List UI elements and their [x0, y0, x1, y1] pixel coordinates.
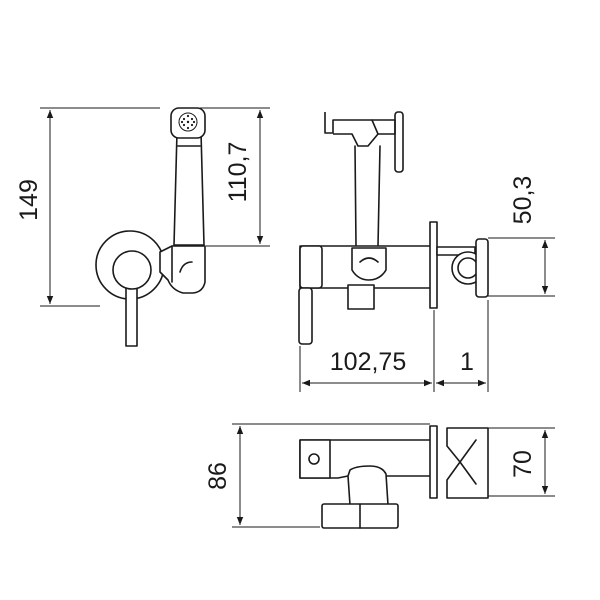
top-holder	[347, 465, 389, 506]
dim-overall-height: 149	[15, 179, 43, 221]
wall-bracket-top	[436, 246, 476, 256]
top-knob-dot	[308, 453, 320, 465]
top-bracket-chevron	[459, 439, 477, 485]
wall-bracket-plate	[475, 238, 489, 298]
top-bracket	[446, 427, 489, 499]
front-view	[95, 107, 206, 347]
dim-bracket-width: 70	[509, 450, 537, 478]
side-spray-tube	[354, 145, 381, 247]
spray-head-link	[371, 119, 396, 135]
side-holder	[351, 247, 387, 281]
spray-head-side	[324, 112, 379, 147]
side-dimensions	[299, 237, 555, 392]
side-wall-plate	[429, 221, 438, 309]
side-outlet	[347, 284, 375, 310]
side-view	[298, 111, 489, 345]
holder-bracket-curve	[179, 261, 193, 273]
holder-bracket	[159, 245, 206, 294]
dim-top-depth: 86	[204, 462, 232, 490]
top-view	[299, 425, 489, 529]
dim-flange-depth: 1	[460, 348, 474, 376]
dim-bracket-offset: 50,3	[509, 176, 537, 225]
spray-nozzle	[178, 112, 198, 132]
spray-trigger	[394, 111, 404, 173]
top-wall-plate	[429, 425, 438, 499]
top-dimensions	[232, 423, 555, 528]
side-knob	[299, 245, 323, 289]
spray-tube	[173, 131, 205, 246]
front-dimensions	[40, 107, 270, 307]
spray-nozzle-holes	[180, 114, 196, 130]
dim-spray-height: 110,7	[224, 142, 252, 203]
side-lever	[298, 287, 313, 345]
lever-handle	[125, 287, 138, 347]
mixer-knob	[112, 250, 152, 290]
dim-body-length: 102,75	[330, 348, 406, 376]
side-holder-curve	[359, 257, 379, 263]
